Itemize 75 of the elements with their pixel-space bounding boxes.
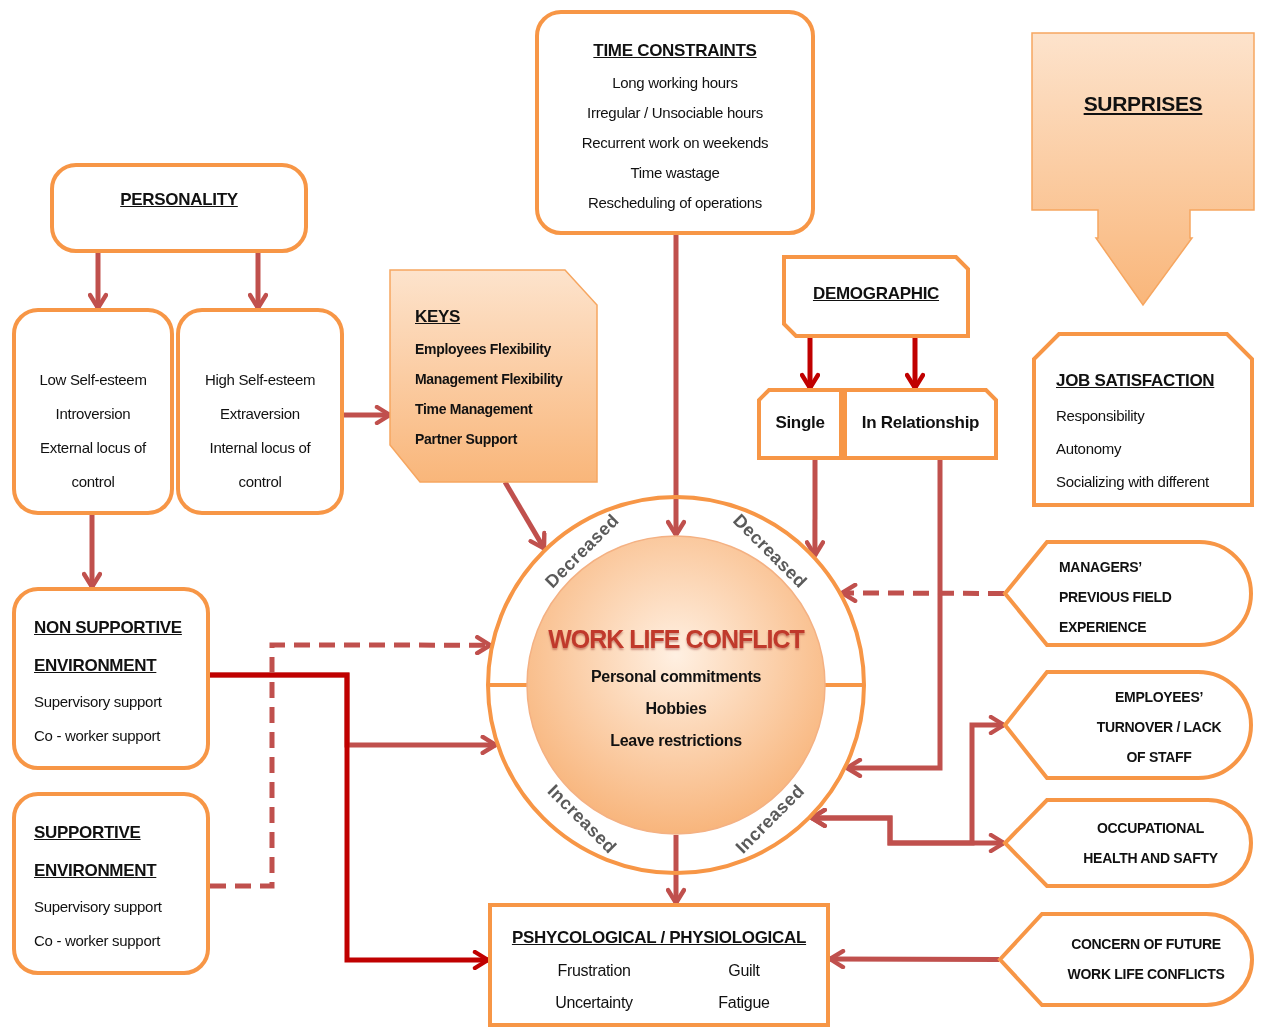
box-text: EMPLOYEES’ TURNOVER / LACK OF STAFF [1096,688,1222,767]
process-box [1032,332,1254,507]
process-box [843,388,998,460]
process-box [1003,798,1253,888]
arrow [904,338,926,391]
process-box [998,912,1254,1007]
list-item: Long working hours [612,73,738,93]
list-item: Employees Flexibility [415,340,552,359]
arrow [665,235,687,538]
box-title: PERSONALITY [120,189,238,211]
arrow [804,460,826,558]
box-text: Introversion [55,404,131,424]
list-item: Responsibility [1056,406,1145,426]
list-item: Management Flexibility [415,370,563,389]
list-item: Autonomy [1056,439,1122,459]
arrow [81,515,103,590]
arrow [809,807,1007,854]
process-box [176,308,344,515]
arrow [247,253,269,311]
process-box [12,792,210,975]
box-text: Internal locus of control [208,438,312,492]
list-item: Co - worker support [34,726,160,746]
ring [486,495,866,875]
box-text: CONCERN OF FUTURE WORK LIFE CONFLICTS [1066,935,1226,984]
box-text: External locus of control [39,438,148,492]
arrow [87,253,109,311]
list-item: Personal commitments [590,667,762,687]
process-box [1003,670,1253,780]
list-item: Supervisory support [34,692,162,712]
box-title: SUPPORTIVE ENVIRONMENT [34,822,158,882]
list-item: Socializing with different [1056,472,1209,492]
box-text: In Relationship [861,412,980,434]
process-box [757,388,843,460]
center-title: WORK LIFE CONFLICT [548,624,804,655]
box-title: KEYS [415,306,461,328]
process-box [1003,540,1253,647]
list-item: Partner Support [415,430,518,449]
list-item: Uncertainty [554,993,634,1013]
box-text: Low Self-esteem [39,370,147,390]
list-item: Guilt [727,961,761,981]
box-title: DEMOGRAPHIC [812,283,940,305]
box-title: NON SUPPORTIVE ENVIRONMENT [34,617,183,677]
list-item: Frustration [556,961,632,981]
box-text: MANAGERS’ PREVIOUS FIELD EXPERIENCE [1059,558,1173,637]
list-item: Hobbies [645,699,707,719]
list-item: Leave restrictions [610,731,742,751]
process-box [535,10,815,235]
list-item: Rescheduling of operations [588,193,762,213]
list-item: Co - worker support [34,931,160,951]
arrow [844,460,943,779]
box-text: Extraversion [220,404,300,424]
note-box [390,270,597,482]
list-item: Supervisory support [34,897,162,917]
list-item: Fatigue [717,993,771,1013]
arrow [665,835,687,906]
box-title: JOB SATISFACTION [1056,370,1215,392]
process-box [12,587,210,770]
dashed-arrow [210,634,493,889]
box-text: High Self-esteem [204,370,316,390]
box-title: SURPRISES [1083,91,1203,117]
dashed-arrow [840,582,1004,604]
process-box [488,903,830,1027]
box-text: OCCUPATIONAL HEALTH AND SAFTY [1082,819,1219,868]
box-title: TIME CONSTRAINTS [593,40,757,62]
list-item: Recurrent work on weekends [581,133,769,153]
process-box [782,255,970,338]
process-box [50,163,308,253]
list-item: Irregular / Unsociable hours [587,103,763,123]
box-text: Single [775,412,825,434]
list-item: Time Management [415,400,533,419]
down-arrow-callout [1032,33,1254,308]
box-title: PSHYCOLOGICAL / PHYSIOLOGICAL [511,927,807,949]
process-box [12,308,174,515]
list-item: Time wastage [630,163,720,183]
arrow [799,338,821,391]
